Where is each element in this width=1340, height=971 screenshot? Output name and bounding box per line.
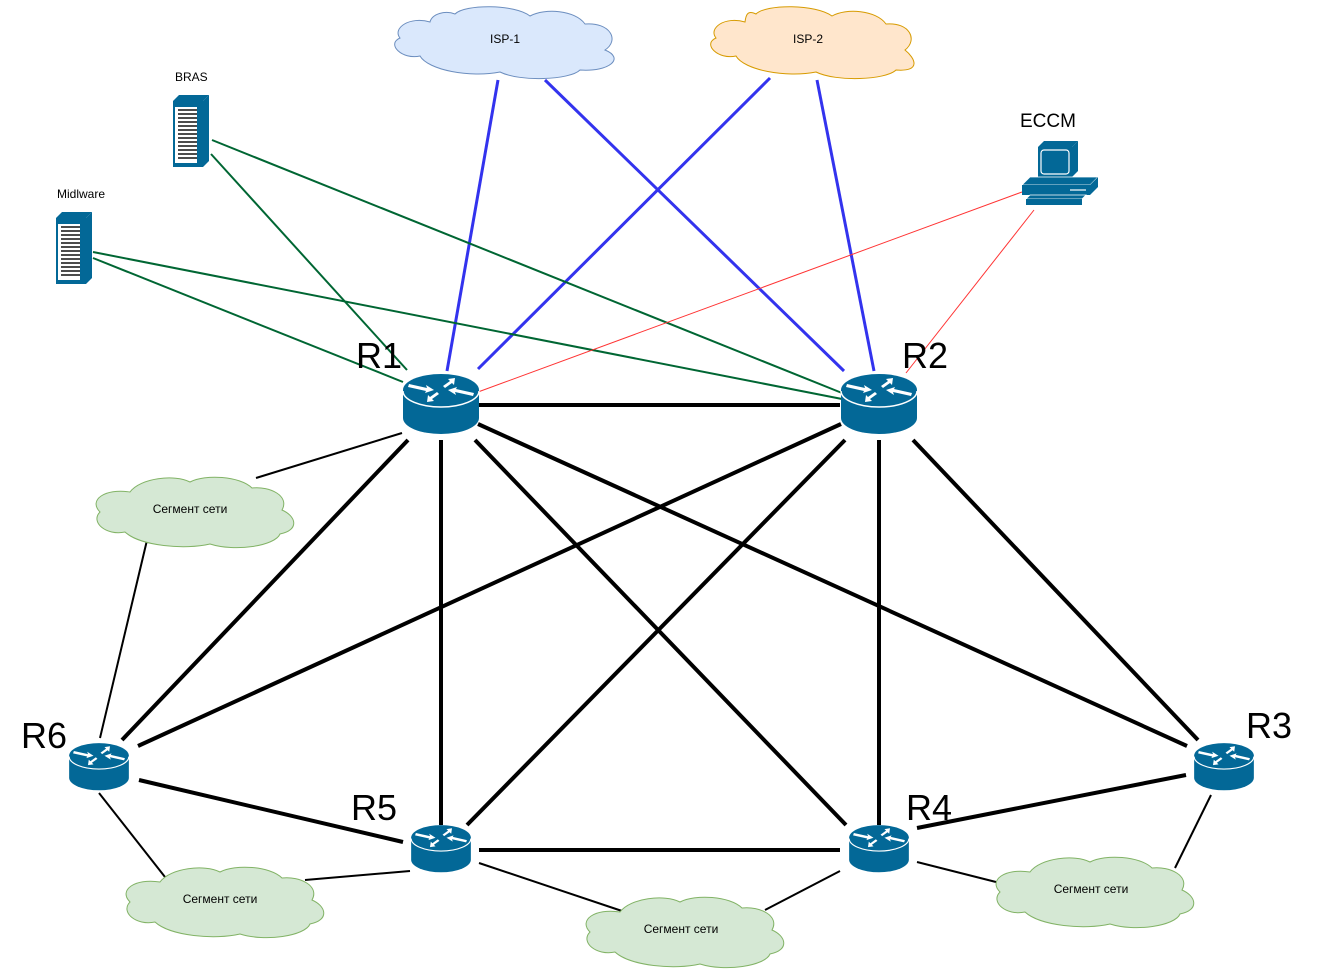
link-r3-s4: [1174, 794, 1212, 869]
router-r4[interactable]: R4: [848, 787, 952, 874]
server-midlware[interactable]: Midlware: [55, 187, 105, 285]
server-icon: [55, 211, 93, 285]
router-label: R3: [1246, 705, 1292, 746]
cloud-shape: [95, 476, 295, 549]
segment-label: Сегмент сети: [183, 892, 258, 906]
segment-cloud-2[interactable]: Сегмент сети: [125, 866, 325, 939]
midlware-label: Midlware: [57, 187, 105, 201]
link-bras-r2: [211, 139, 843, 394]
link-eccm-r2: [905, 209, 1035, 374]
router-r6[interactable]: R6: [21, 715, 130, 792]
workstation-eccm[interactable]: ECCM: [1020, 111, 1099, 206]
isp2-label: ISP-2: [793, 32, 823, 46]
segment-cloud-1[interactable]: Сегмент сети: [95, 476, 295, 549]
link-r2-r6: [137, 422, 842, 748]
link-mw-r1: [92, 257, 404, 383]
link-isp1-r2: [543, 78, 846, 373]
link-r1-r4: [473, 438, 848, 827]
segment-label: Сегмент сети: [1054, 882, 1129, 896]
link-r2-r3: [911, 438, 1200, 742]
router-icon: [840, 373, 918, 435]
segment-cloud-4[interactable]: Сегмент сети: [995, 856, 1195, 929]
workstation-icon: [1021, 140, 1099, 206]
link-r2-r5: [465, 438, 847, 827]
cloud-shape: [394, 6, 615, 79]
link-r4-r3: [916, 773, 1187, 830]
link-r1-r6: [120, 438, 410, 742]
cloud-shape: [125, 866, 325, 939]
isp-cloud-isp2[interactable]: ISP-2: [710, 6, 915, 79]
link-r5-s2: [304, 870, 411, 881]
link-r6-s1: [99, 535, 149, 739]
link-r4-s4: [916, 861, 997, 883]
router-label: R1: [356, 335, 402, 376]
router-icon: [848, 824, 910, 874]
server-bras[interactable]: BRAS: [172, 70, 210, 168]
cloud-shape: [995, 856, 1195, 929]
link-r5-s3: [478, 862, 626, 913]
link-bras-r1: [210, 153, 408, 371]
router-r1[interactable]: R1: [356, 335, 480, 435]
isp-cloud-isp1[interactable]: ISP-1: [394, 6, 615, 79]
link-mw-r2: [92, 251, 843, 400]
eccm-label: ECCM: [1020, 111, 1076, 132]
router-icon: [410, 824, 472, 874]
cloud-shape: [710, 6, 915, 79]
router-icon: [68, 742, 130, 792]
link-r6-s2: [98, 792, 166, 878]
link-isp2-r1: [476, 76, 772, 371]
link-r4-s3: [764, 870, 841, 911]
router-label: R5: [351, 787, 397, 828]
nodes-layer: ISP-1 ISP-2 BRAS Midlware ECCM Сегмент с…: [21, 6, 1292, 969]
router-r5[interactable]: R5: [351, 787, 472, 874]
router-icon: [402, 373, 480, 435]
server-icon: [172, 94, 210, 168]
link-r1-s1: [255, 432, 403, 479]
link-eccm-r1: [477, 191, 1023, 393]
segment-label: Сегмент сети: [644, 922, 719, 936]
router-icon: [1193, 742, 1255, 792]
link-isp2-r2: [815, 79, 876, 372]
bras-label: BRAS: [175, 70, 208, 84]
isp1-label: ISP-1: [490, 32, 520, 46]
segment-label: Сегмент сети: [153, 502, 228, 516]
segment-cloud-3[interactable]: Сегмент сети: [585, 896, 785, 969]
link-r1-r3: [477, 422, 1188, 748]
link-r6-r5: [138, 778, 404, 844]
router-r2[interactable]: R2: [840, 335, 948, 435]
router-label: R6: [21, 715, 67, 756]
router-label: R4: [906, 787, 952, 828]
router-r3[interactable]: R3: [1193, 705, 1292, 792]
links-layer: [92, 76, 1212, 913]
cloud-shape: [585, 896, 785, 969]
router-label: R2: [902, 335, 948, 376]
